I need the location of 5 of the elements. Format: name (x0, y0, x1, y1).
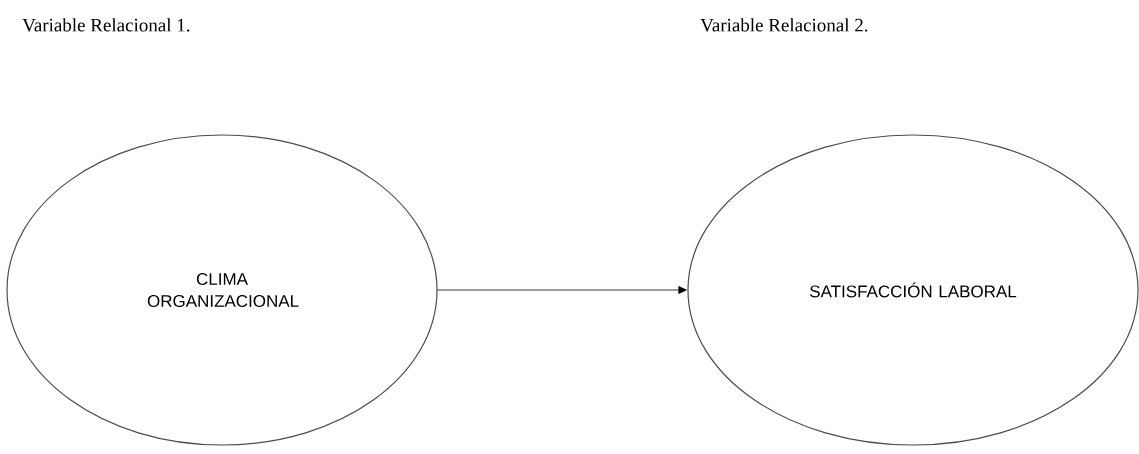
ellipse-node: CLIMA ORGANIZACIONAL (6, 134, 438, 446)
ellipse-node: SATISFACCIÓN LABORAL (687, 134, 1139, 446)
heading: Variable Relacional 1. (22, 18, 190, 32)
heading: Variable Relacional 2. (700, 18, 868, 32)
arrow (437, 286, 687, 294)
